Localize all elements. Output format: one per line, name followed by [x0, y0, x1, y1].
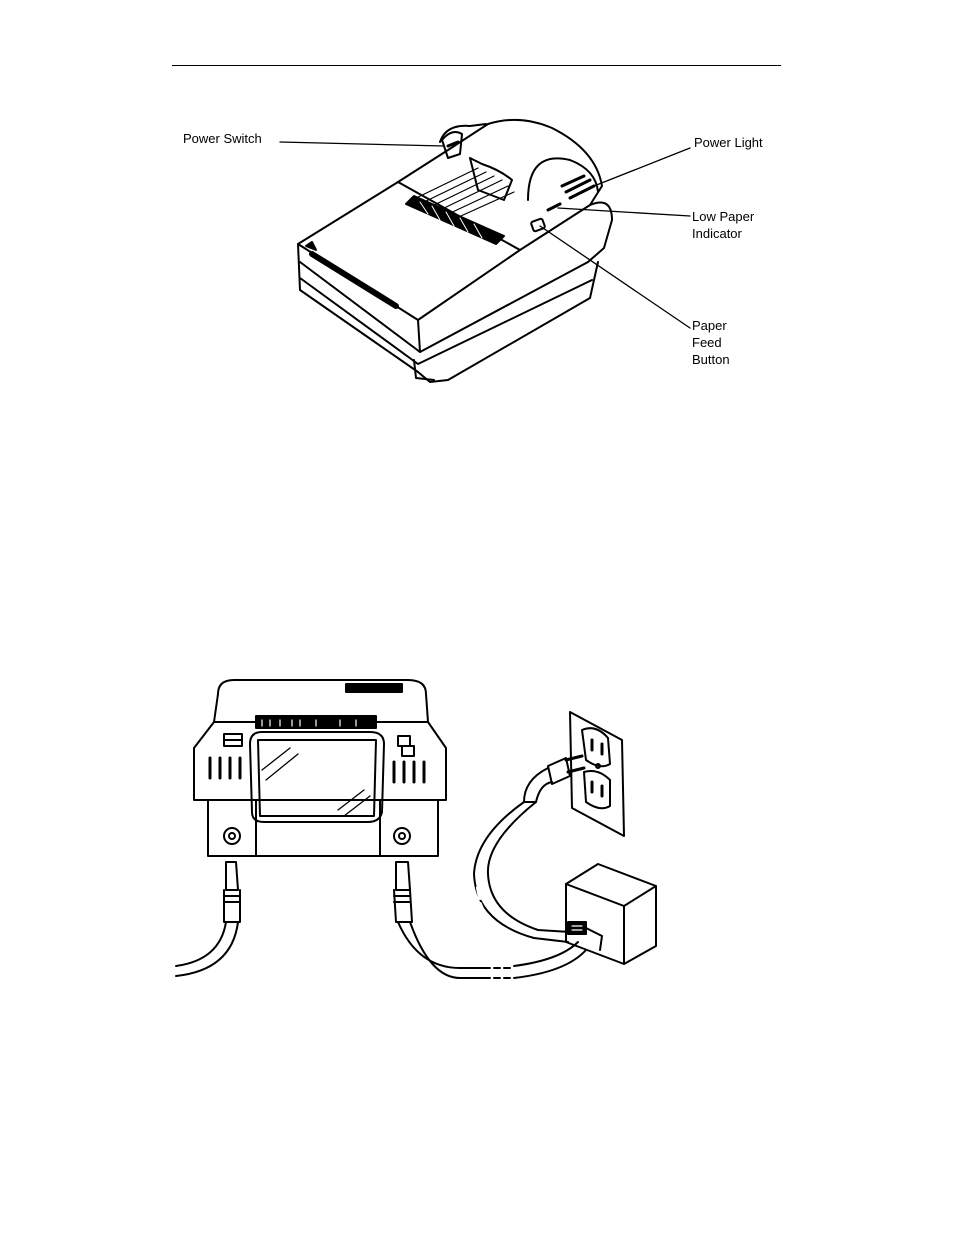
low-paper-indicator-line-1: Low Paper [692, 209, 755, 224]
low-paper-leader [557, 207, 691, 217]
paper-feed-button-label: Paper Feed Button [692, 317, 730, 368]
power-light-label: Power Light [694, 135, 763, 150]
connection-illustration [175, 679, 657, 979]
right-connector-cable [393, 861, 587, 979]
wall-outlet [569, 711, 625, 837]
low-paper-indicator-line-2: Indicator [692, 226, 742, 241]
power-switch-label: Power Switch [183, 131, 262, 146]
paper-feed-leader [539, 225, 691, 329]
printer-base-outline [297, 243, 599, 383]
paper-feed-button-line-1: Paper [692, 318, 727, 333]
paper-feed-button-line-2: Feed [692, 335, 722, 350]
paper-cover [397, 118, 603, 206]
printer-rear-view [193, 679, 447, 857]
paper-feed-button-line-3: Button [692, 352, 730, 367]
printer-illustration [279, 118, 691, 383]
power-switch-leader [279, 141, 445, 147]
low-paper-indicator-label: Low Paper Indicator [692, 208, 754, 242]
power-light-leader [593, 147, 691, 187]
header-rule [172, 65, 781, 66]
power-plug-cord [473, 754, 586, 943]
power-adapter [565, 863, 657, 965]
left-connector-cable [175, 861, 241, 977]
